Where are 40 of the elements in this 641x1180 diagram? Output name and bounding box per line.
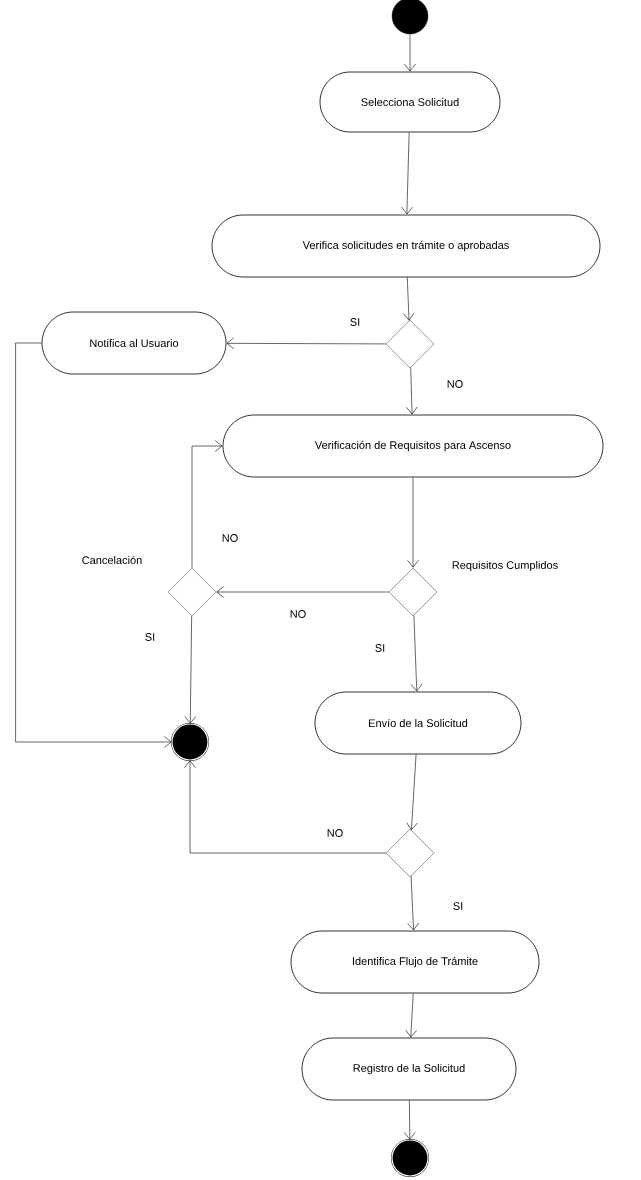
- decision-diamond: [385, 319, 435, 369]
- arrow: [410, 615, 423, 692]
- decision-diamond: [388, 567, 438, 617]
- arrow: [191, 440, 223, 569]
- decision-label: Cancelación: [82, 555, 142, 565]
- arrow: [406, 754, 418, 830]
- activity-box: Verifica solicitudes en trámite o aprobadas: [211, 214, 601, 278]
- arrow: [403, 1100, 416, 1140]
- arrow: [15, 342, 172, 748]
- arrow: [405, 993, 417, 1038]
- edge-label: SI: [143, 632, 157, 642]
- arrow: [402, 277, 415, 321]
- end-node: [171, 723, 209, 761]
- activity-box: Notifica al Usuario: [41, 311, 227, 375]
- arrow: [216, 586, 390, 598]
- edge-label: NO: [220, 533, 240, 543]
- edge-label: NO: [325, 828, 345, 838]
- decision-diamond: [385, 828, 435, 878]
- arrow: [401, 132, 413, 215]
- end-node: [391, 1139, 429, 1177]
- edge-label: NO: [445, 379, 465, 389]
- edge-label: SI: [451, 901, 465, 911]
- arrow: [407, 477, 419, 568]
- edge-label: NO: [288, 609, 308, 619]
- activity-box: Verificación de Requisitos para Ascenso: [222, 414, 604, 478]
- decision-label: Requisitos Cumplidos: [452, 560, 558, 572]
- activity-box: Envío de la Solicitud: [314, 691, 522, 755]
- edge-label: SI: [373, 643, 387, 653]
- decision-diamond: [167, 567, 217, 617]
- edge-label: SI: [348, 317, 362, 327]
- start-node: [391, 0, 429, 35]
- arrow: [404, 33, 416, 72]
- activity-box: Selecciona Solicitud: [319, 71, 501, 133]
- activity-box: Registro de la Solicitud: [301, 1037, 517, 1101]
- activity-box: Identifica Flujo de Trámite: [290, 930, 540, 994]
- arrow: [184, 615, 197, 724]
- arrow: [406, 367, 418, 415]
- arrow: [226, 337, 387, 350]
- arrow: [184, 760, 387, 854]
- arrow: [407, 875, 419, 931]
